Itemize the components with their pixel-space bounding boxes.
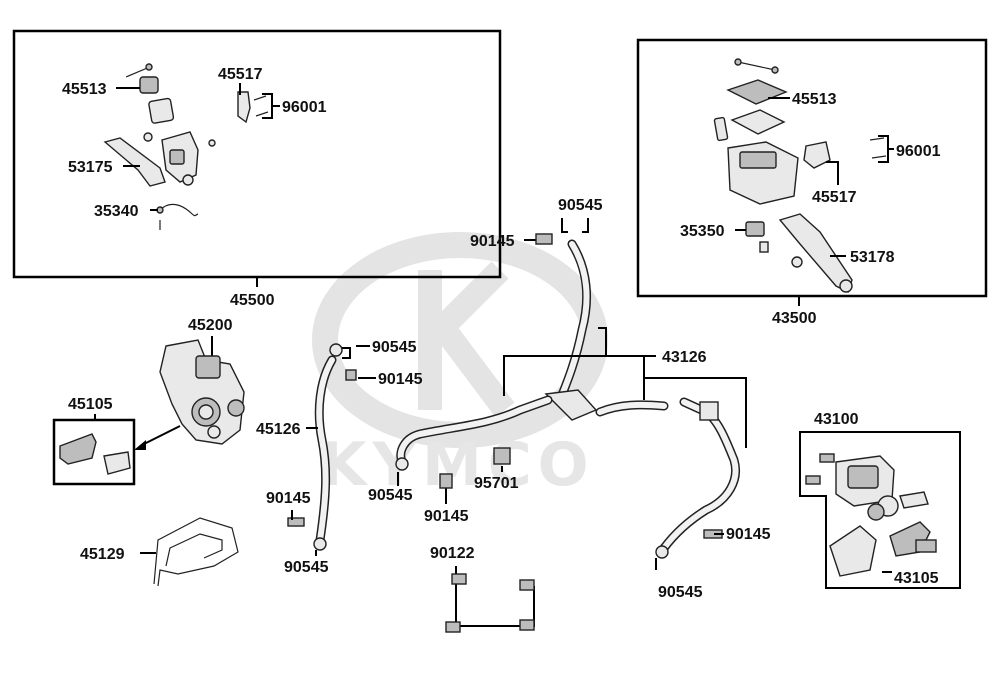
leader-bracket [455, 566, 535, 627]
switch-part-right [745, 221, 803, 268]
label-bolt-left[interactable]: 96001 [282, 99, 327, 116]
leader-line [826, 161, 839, 185]
screw-part [493, 447, 511, 465]
center-left-banjo [395, 457, 409, 471]
leader-line [561, 218, 568, 233]
master-cylinder-right-box [636, 38, 988, 298]
bolt-set-part [519, 579, 535, 591]
lever-part [103, 137, 166, 187]
label-front-bracket[interactable]: 45129 [80, 546, 125, 563]
label-bracket-right[interactable]: 45517 [812, 189, 857, 206]
center-right-junction [699, 401, 719, 421]
label-master-cylinder-left-assembly[interactable]: 45500 [230, 292, 275, 309]
front-hose-banjo-bottom [313, 537, 327, 551]
front-hose-bolt-bottom [287, 517, 305, 527]
label-switch-left[interactable]: 35340 [94, 203, 139, 220]
label-front-hose-washer-top[interactable]: 90545 [372, 339, 417, 356]
bolt-part-right [869, 137, 887, 159]
leader-tree [643, 356, 747, 448]
label-front-hose-bolt-top[interactable]: 90145 [378, 371, 423, 388]
label-center-washer-mid[interactable]: 90545 [368, 487, 413, 504]
label-lever-left[interactable]: 53175 [68, 159, 113, 176]
leader-line [582, 218, 589, 233]
label-lever-right[interactable]: 53178 [850, 249, 895, 266]
center-right-banjo [655, 545, 669, 559]
label-front-hose[interactable]: 45126 [256, 421, 301, 438]
kymco-watermark: KYMCO [312, 232, 608, 500]
bolt-set-group: 90122 [430, 545, 535, 633]
center-bolt-top-part [535, 233, 553, 245]
front-bracket-part [153, 517, 239, 587]
reservoir-cap-part-right [713, 58, 788, 142]
label-rear-pads[interactable]: 43105 [894, 570, 939, 587]
pads-arrow-head [134, 440, 146, 450]
label-center-washer-top[interactable]: 90545 [558, 197, 603, 214]
master-cylinder-body-right [727, 141, 831, 205]
front-caliper-group: 45200 45105 45129 [52, 317, 245, 587]
center-bolt-mid-part [439, 473, 453, 489]
rear-pads-part [889, 491, 937, 557]
bolt-set-part [451, 573, 467, 585]
front-hose-banjo-top [329, 343, 343, 357]
bracket-part [237, 91, 269, 124]
center-hose-group: 90545 90145 43126 90545 90145 95701 9014… [368, 197, 771, 601]
label-bracket-left[interactable]: 45517 [218, 66, 263, 83]
label-bolt-right[interactable]: 96001 [896, 143, 941, 160]
front-hose-bolt-top [345, 369, 357, 381]
leader-bracket [262, 93, 280, 119]
front-hose-group: 90545 90145 45126 90145 90545 [256, 339, 423, 576]
switch-part [156, 203, 199, 230]
front-pads-part [59, 433, 131, 475]
label-center-bolt-right[interactable]: 90145 [726, 526, 771, 543]
label-rear-caliper[interactable]: 43100 [814, 411, 859, 428]
rear-caliper-group: 43100 43105 [799, 411, 961, 589]
label-front-bolt[interactable]: 90145 [266, 490, 311, 507]
label-bolt-set[interactable]: 90122 [430, 545, 475, 562]
label-front-caliper[interactable]: 45200 [188, 317, 233, 334]
bolt-set-part [519, 619, 535, 631]
label-center-washer-right[interactable]: 90545 [658, 584, 703, 601]
label-reservoir-cap-right[interactable]: 45513 [792, 91, 837, 108]
leader-bracket [878, 135, 894, 163]
label-switch-right[interactable]: 35350 [680, 223, 725, 240]
label-center-bolt-top[interactable]: 90145 [470, 233, 515, 250]
label-center-bolt-mid[interactable]: 90145 [424, 508, 469, 525]
bolt-set-part [445, 621, 461, 633]
master-cylinder-left-group: 45500 45513 [12, 29, 502, 309]
rear-caliper-box [799, 431, 961, 589]
label-reservoir-cap-left[interactable]: 45513 [62, 81, 107, 98]
label-hose-assembly[interactable]: 43126 [662, 349, 707, 366]
front-caliper-part [159, 339, 245, 445]
label-master-cylinder-right-assembly[interactable]: 43500 [772, 310, 817, 327]
rear-caliper-part [805, 453, 899, 577]
pads-arrow-line [139, 425, 181, 447]
label-screw[interactable]: 95701 [474, 475, 519, 492]
lever-part-right [778, 213, 853, 293]
master-cylinder-right-group: 43500 45513 96001 [636, 38, 988, 327]
master-cylinder-body-part [143, 131, 216, 186]
watermark-brand: KYMCO [320, 430, 595, 500]
label-front-washer[interactable]: 90545 [284, 559, 329, 576]
label-front-pads[interactable]: 45105 [68, 396, 113, 413]
reservoir-cap-part [125, 63, 175, 124]
leader-line [342, 347, 351, 359]
